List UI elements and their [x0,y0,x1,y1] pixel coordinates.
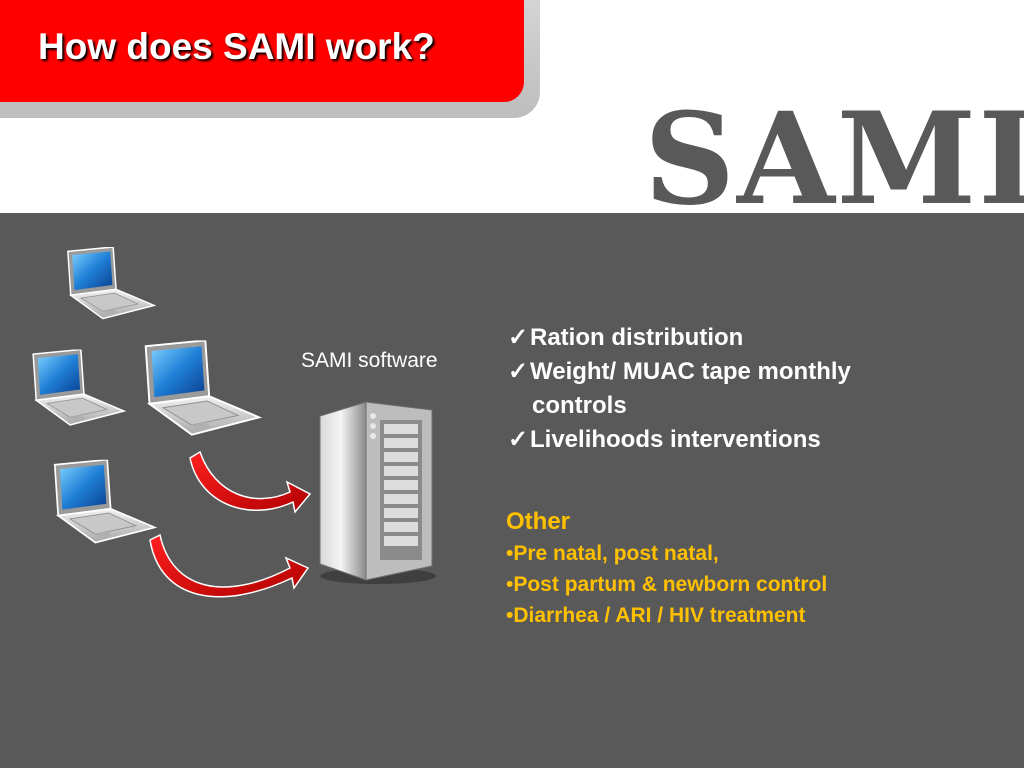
checklist-text: controls [532,392,627,419]
checklist-item: ✓ Livelihoods interventions [508,423,851,457]
feature-checklist: ✓ Ration distribution ✓ Weight/ MUAC tap… [508,321,851,457]
other-heading: Other [506,508,571,535]
checkmark-icon: ✓ [508,426,529,453]
checkmark-icon: ✓ [508,358,529,385]
title-banner: How does SAMI work? [0,0,524,102]
other-item: •Pre natal, post natal, [506,542,719,565]
arrow-icon [149,533,310,598]
checklist-item: ✓ Weight/ MUAC tape monthly [508,355,851,389]
content-panel [0,213,1024,768]
arrow-icon [189,450,312,514]
other-item: •Diarrhea / ARI / HIV treatment [506,604,806,627]
other-item: •Post partum & newborn control [506,573,828,596]
slide-title: How does SAMI work? [38,26,435,67]
server-icon [319,401,436,584]
checklist-text: Weight/ MUAC tape monthly [530,358,851,385]
checklist-item-continued: controls [508,389,851,423]
checklist-item: ✓ Ration distribution [508,321,851,355]
checkmark-icon: ✓ [508,324,529,351]
other-services: Other •Pre natal, post natal, •Post part… [506,506,827,631]
sami-logo: SAMI [644,85,1024,233]
checklist-text: Livelihoods interventions [530,426,821,453]
checklist-text: Ration distribution [530,324,744,351]
server-label: SAMI software [301,349,438,372]
